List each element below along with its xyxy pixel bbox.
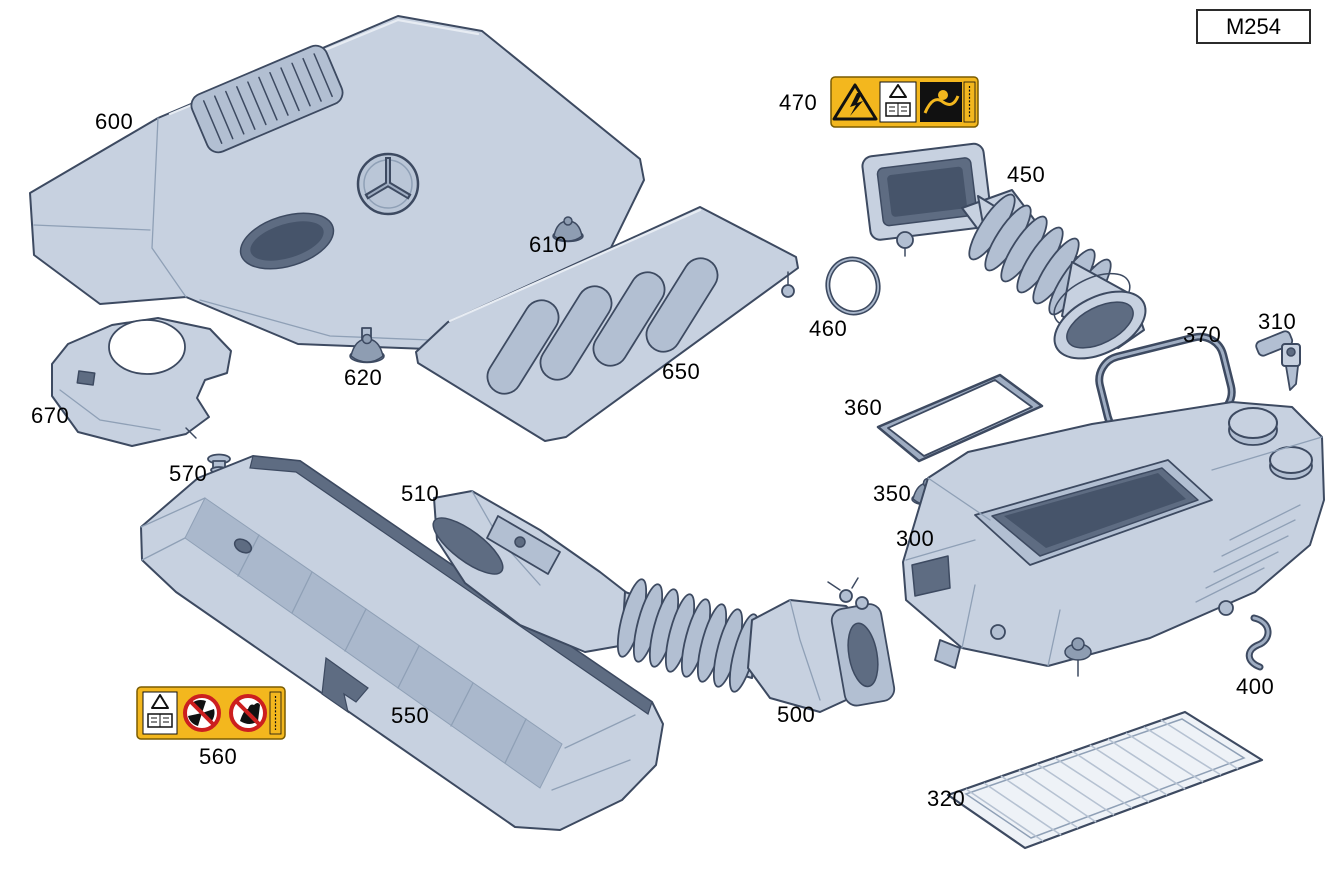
part-label-350[interactable]: 350	[873, 481, 912, 506]
part-label-300[interactable]: 300	[896, 526, 935, 551]
part-label-400[interactable]: 400	[1236, 674, 1275, 699]
hand-wiring-hazard-icon	[920, 82, 962, 122]
warning-label-560[interactable]	[136, 686, 286, 740]
part-label-550[interactable]: 550	[391, 703, 430, 728]
read-manual-icon	[879, 81, 917, 123]
part-label-570[interactable]: 570	[169, 461, 208, 486]
part-label-320[interactable]: 320	[927, 786, 966, 811]
part-label-620[interactable]: 620	[344, 365, 383, 390]
cowl-panel-part[interactable]	[140, 455, 664, 831]
high-voltage-icon	[832, 83, 878, 121]
part-label-600[interactable]: 600	[95, 109, 134, 134]
grommet-610-part[interactable]	[552, 216, 584, 243]
intake-air-hose-part[interactable]	[861, 142, 1156, 373]
air-filter-element-part[interactable]	[946, 710, 1264, 850]
part-label-360[interactable]: 360	[844, 395, 883, 420]
seal-frame-part[interactable]	[876, 373, 1044, 463]
part-label-510[interactable]: 510	[401, 481, 440, 506]
rear-engine-cover-part[interactable]	[415, 206, 799, 442]
sealing-ring-part[interactable]	[823, 254, 883, 317]
retaining-clip-part[interactable]	[1245, 614, 1272, 671]
grommet-620-part[interactable]	[349, 333, 385, 364]
keep-hands-away-icon	[229, 694, 267, 732]
engine-cover-trim-part[interactable]	[51, 317, 232, 447]
part-label-470[interactable]: 470	[779, 90, 818, 115]
warning-label-470[interactable]	[830, 76, 979, 128]
part-label-460[interactable]: 460	[809, 316, 848, 341]
part-label-310[interactable]: 310	[1258, 309, 1297, 334]
part-label-500[interactable]: 500	[777, 702, 816, 727]
part-label-450[interactable]: 450	[1007, 162, 1046, 187]
brand-star-icon	[356, 152, 420, 216]
part-label-560[interactable]: 560	[199, 744, 238, 769]
read-manual-icon	[142, 691, 178, 735]
air-intake-duct-part[interactable]	[425, 490, 896, 713]
vent-valve-part[interactable]	[1255, 330, 1301, 391]
part-label-370[interactable]: 370	[1183, 322, 1222, 347]
rotating-fan-hazard-icon	[183, 694, 221, 732]
engine-cover-part[interactable]	[29, 15, 645, 350]
part-label-670[interactable]: 670	[31, 403, 70, 428]
part-label-650[interactable]: 650	[662, 359, 701, 384]
part-label-610[interactable]: 610	[529, 232, 568, 257]
air-filter-housing-part[interactable]	[902, 401, 1325, 677]
model-badge-m254: M254	[1196, 9, 1311, 44]
